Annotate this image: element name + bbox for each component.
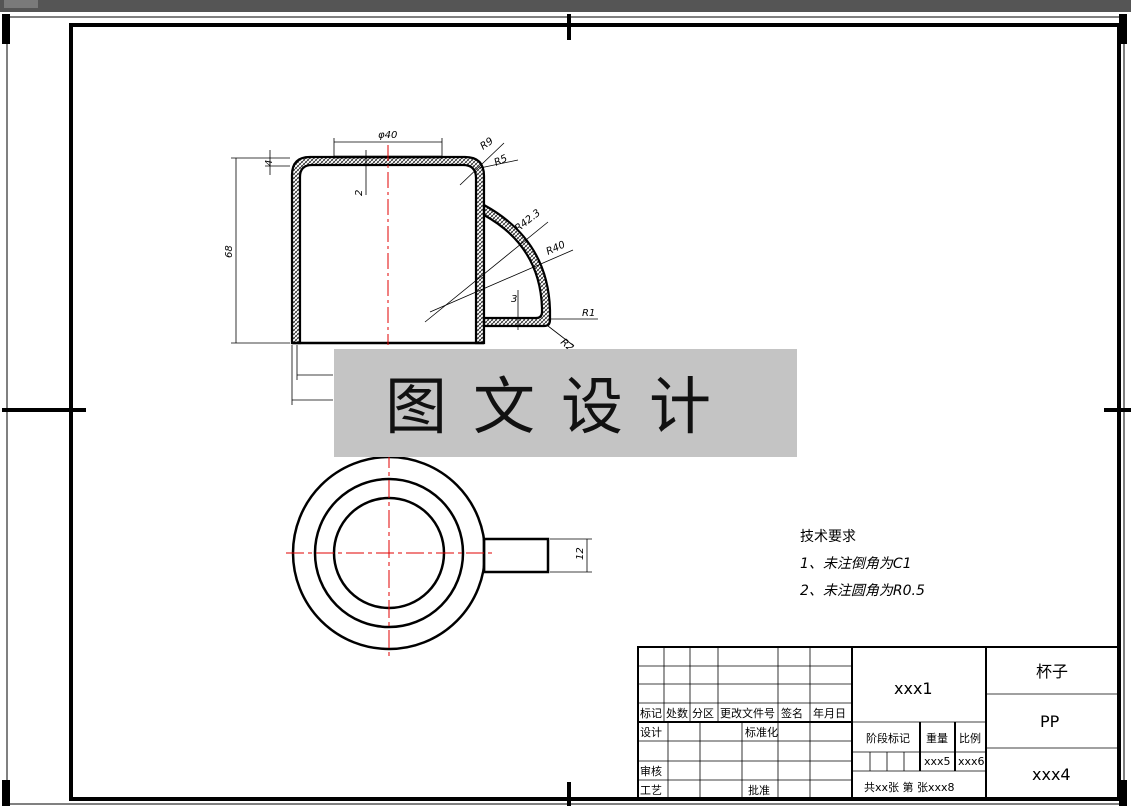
material: PP: [1040, 712, 1060, 731]
corner-marks: [2, 14, 1127, 806]
dim-68-label: 68: [224, 245, 235, 258]
window-title-strip: [0, 0, 1131, 12]
rev-header-sign: 签名: [781, 706, 803, 720]
approve-label: 批准: [748, 783, 770, 797]
rev-header-mark: 标记: [640, 706, 662, 720]
dim-4-label: 4: [264, 160, 275, 166]
technical-notes: 技术要求 1、未注倒角为C1 2、未注圆角为R0.5: [800, 529, 925, 599]
designer-label: 设计: [640, 726, 662, 739]
dim-12-label: 12: [575, 547, 586, 560]
checker-label: 审核: [640, 764, 662, 778]
dim-2-label: 2: [354, 190, 365, 196]
dim-r1-label: R1: [582, 308, 595, 319]
section-view: φ40 R9 R5 R42.3 R40 R1 R2 4 2 68 3: [224, 130, 598, 405]
weight-label: 重量: [926, 731, 948, 745]
scale-value: xxx6: [958, 755, 985, 768]
rev-header-date: 年月日: [813, 706, 846, 720]
standardization-label: 标准化: [745, 725, 778, 739]
notes-item-2: 2、未注圆角为R0.5: [800, 583, 925, 599]
rev-header-count: 处数: [666, 707, 688, 720]
rev-header-zone: 分区: [692, 707, 714, 720]
dim-r40-label: R40: [545, 239, 567, 257]
drawing-number: xxx4: [1032, 765, 1071, 784]
notes-title: 技术要求: [800, 529, 856, 545]
notes-item-1: 1、未注倒角为C1: [800, 556, 912, 572]
dim-r5-label: R5: [493, 153, 510, 169]
dim-r9-label: R9: [478, 136, 495, 153]
watermark-box: [334, 349, 797, 457]
dim-r42-label: R42.3: [513, 208, 543, 235]
rev-header-doc: 更改文件号: [720, 706, 775, 720]
centering-marks: [2, 14, 1131, 806]
weight-value: xxx5: [924, 755, 951, 768]
top-view: 12: [286, 450, 592, 656]
window-tab[interactable]: [4, 0, 38, 8]
watermark-text: 图文设计: [385, 370, 737, 443]
drawing-code: xxx1: [894, 679, 933, 698]
title-block-text: 标记 处数 分区 更改文件号 签名 年月日 设计 标准化 审核 工艺 批准 阶段…: [640, 662, 1071, 797]
sheets-text: 共xx张 第 张xxx8: [864, 780, 955, 794]
process-label: 工艺: [640, 784, 662, 797]
dim-diameter-label: φ40: [378, 130, 397, 141]
stage-mark-label: 阶段标记: [866, 731, 910, 745]
part-name: 杯子: [1036, 662, 1068, 681]
title-block: [637, 646, 1120, 800]
dim-3-label: 3: [511, 294, 517, 305]
scale-label: 比例: [959, 731, 981, 745]
handle-top-view: [482, 537, 550, 574]
